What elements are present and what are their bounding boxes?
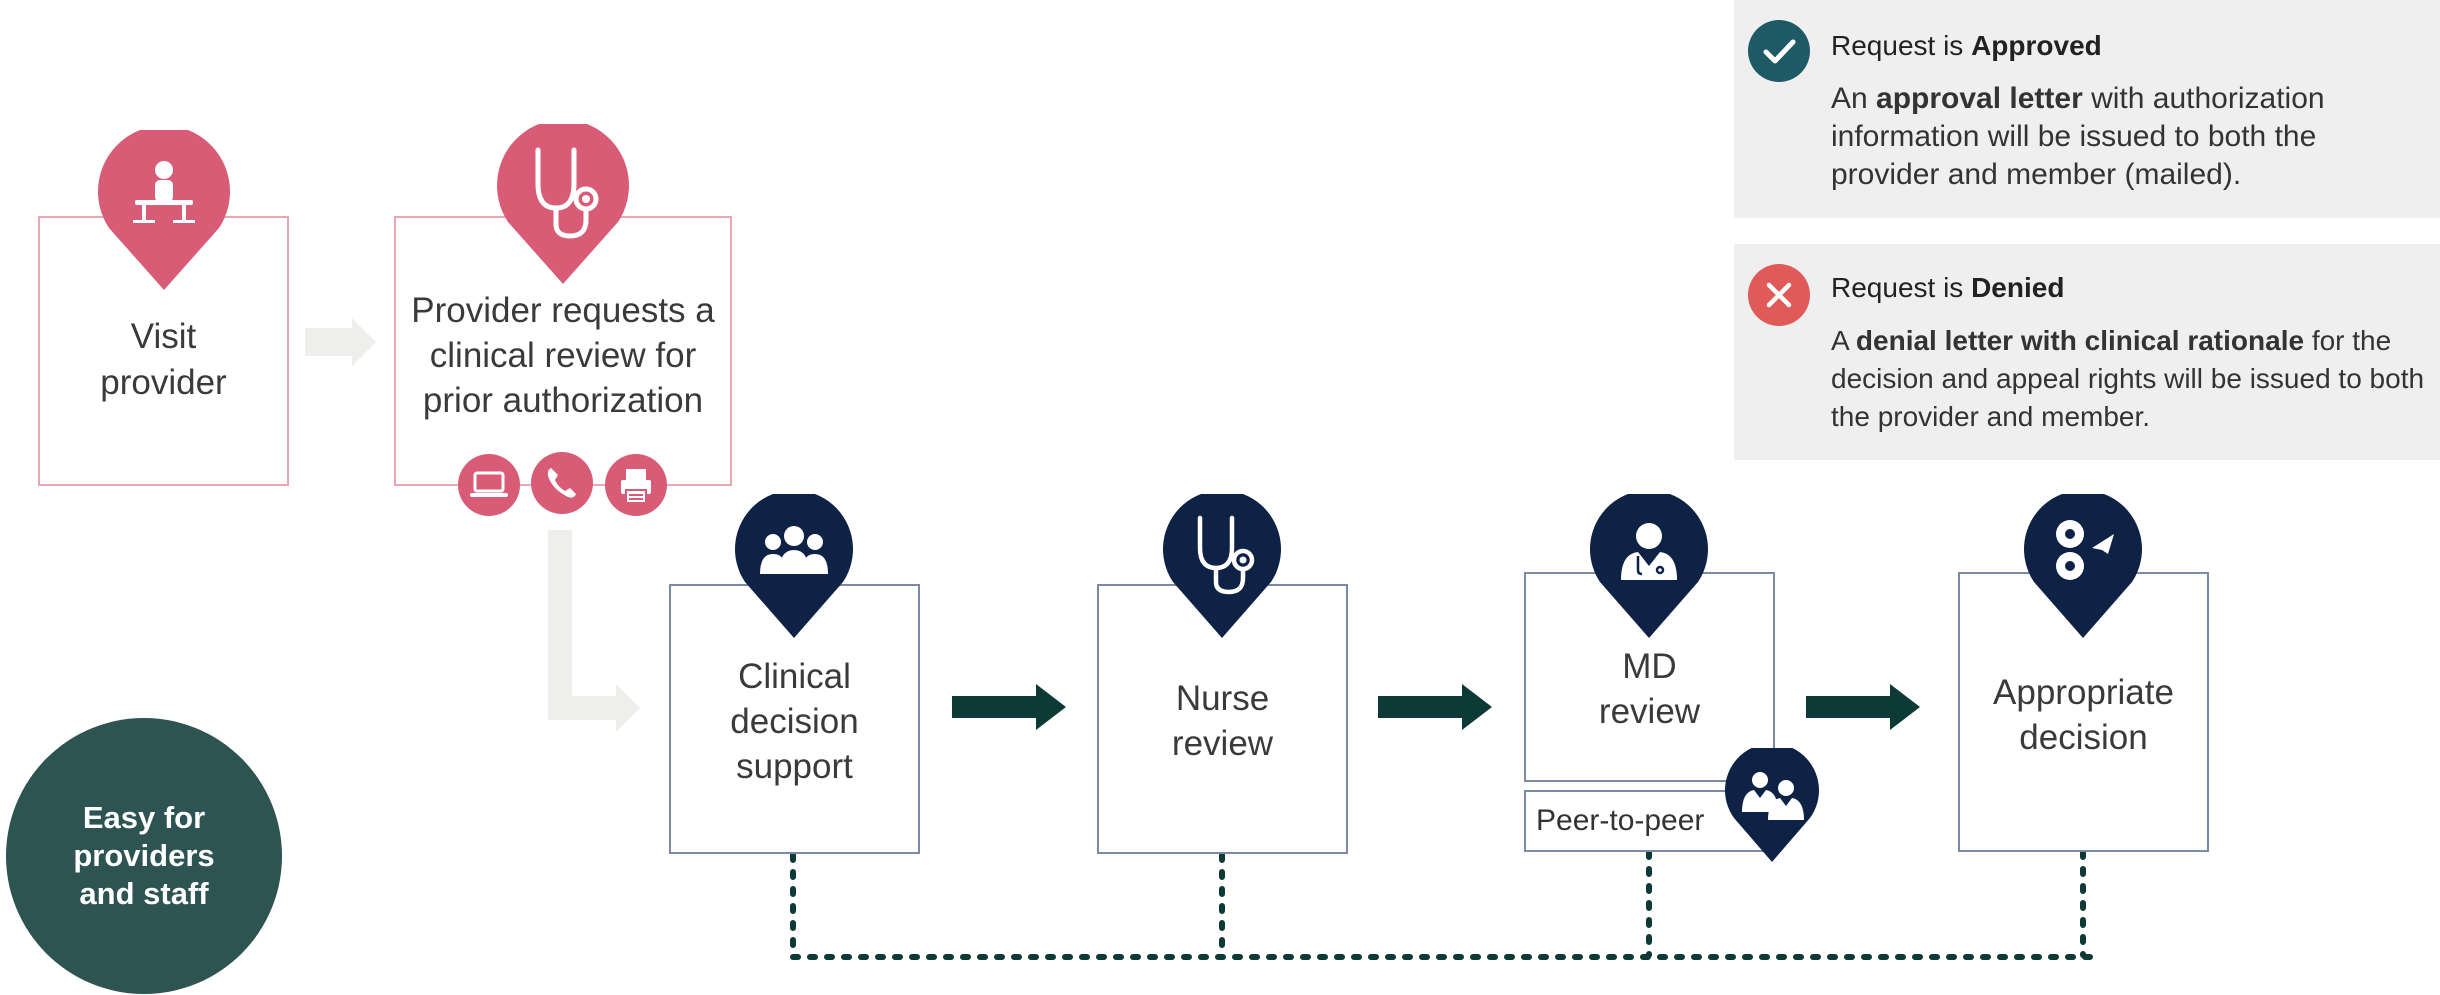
easy-for-providers-badge: Easy for providers and staff [6, 718, 282, 994]
denied-title-bold: Denied [1971, 272, 2065, 303]
denied-body-bold: denial letter with clinical rationale [1855, 325, 2305, 356]
step-cds-label-1: Clinical [738, 657, 851, 696]
arrow-nurse-to-md [1378, 684, 1492, 730]
denied-body-rest: for the decision and appeal rights will … [1831, 325, 2425, 432]
group-icon [735, 494, 853, 638]
approved-title: Request is Approved [1831, 30, 2102, 62]
step-cds-label-3: support [736, 747, 853, 786]
step-nurse-label-1: Nurse [1175, 679, 1270, 718]
step-visit-label-1: Visit [130, 317, 197, 356]
check-icon [1748, 20, 1810, 82]
denied-body-prefix: A [1831, 325, 1856, 356]
peer-to-peer-label: Peer-to-peer [1536, 804, 1705, 837]
laptop-icon [458, 454, 520, 516]
step-md-label-1: MD [1622, 647, 1677, 686]
stethoscope-icon [497, 124, 629, 284]
denied-title-prefix: Request is [1831, 272, 1972, 303]
step-md-label-2: review [1598, 692, 1701, 731]
decision-icon [2024, 494, 2142, 638]
patient-icon [98, 130, 230, 290]
badge-line-2: providers [73, 838, 215, 873]
approved-panel: Request is Approved An approval letter w… [1734, 0, 2440, 218]
step-decision-label-2: decision [2019, 718, 2148, 757]
arrow-request-to-cds [548, 530, 640, 732]
step-cds-label-2: decision [730, 702, 859, 741]
fax-icon [605, 454, 667, 516]
arrow-cds-to-nurse [952, 684, 1066, 730]
denied-panel: Request is Denied A denial letter with c… [1734, 244, 2440, 460]
approved-title-bold: Approved [1971, 30, 2102, 61]
badge-line-1: Easy for [82, 800, 206, 835]
arrow-visit-to-request [305, 318, 376, 366]
step-request-label-2: clinical review for [429, 336, 697, 375]
step-decision-label-1: Appropriate [1993, 673, 2174, 712]
step-nurse-label-2: review [1171, 724, 1274, 763]
badge-line-3: and staff [79, 876, 209, 911]
dotted-feedback-line [790, 849, 2098, 960]
step-request-label-3: prior authorization [422, 381, 704, 420]
approved-body-bold: approval letter [1876, 82, 2083, 115]
approved-body-rest: with authorization information will be i… [1831, 82, 2325, 191]
step-visit-label-2: provider [100, 363, 227, 402]
peer-doctors-icon [1725, 748, 1819, 862]
nurse-stethoscope-icon [1163, 494, 1281, 638]
approved-title-prefix: Request is [1831, 30, 1972, 61]
arrow-md-to-decision [1806, 684, 1920, 730]
close-icon [1748, 264, 1810, 326]
doctor-icon [1590, 494, 1708, 638]
step-request-label-1: Provider requests a [411, 291, 715, 330]
denied-title: Request is Denied [1831, 272, 2064, 304]
phone-icon [531, 452, 593, 514]
approved-body-prefix: An [1831, 82, 1877, 115]
approved-body: An approval letter with authorization in… [1831, 80, 2421, 194]
denied-body: A denial letter with clinical rationale … [1831, 322, 2431, 436]
